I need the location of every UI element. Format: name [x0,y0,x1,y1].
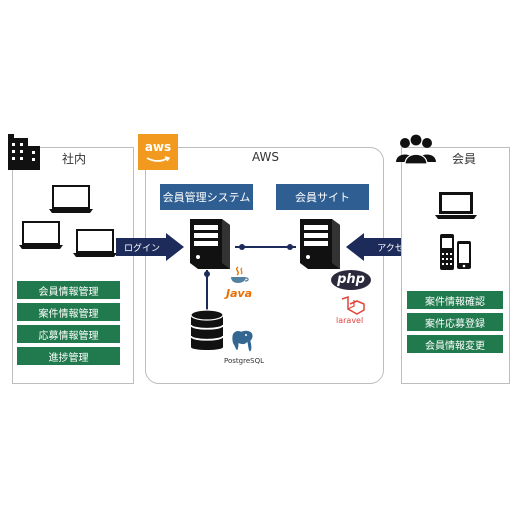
laptop-icon [435,192,477,219]
aws-title: AWS [252,150,280,164]
menu-project-info[interactable]: 案件情報管理 [17,303,120,321]
menu-change-member-info[interactable]: 会員情報変更 [407,335,503,353]
php-label: php [337,272,365,287]
link-dot [204,271,210,277]
laptop-icon [73,229,117,257]
menu-apply-project[interactable]: 案件応募登録 [407,313,503,331]
postgresql-elephant-icon [231,329,254,353]
building-icon [8,134,40,170]
aws-logo: aws [138,134,178,170]
link-dot [239,244,245,250]
users-group-icon [396,133,436,165]
member-site-label: 会員サイト [276,184,369,210]
laptop-icon [49,185,93,213]
laravel-label: laravel [336,316,364,325]
login-label: ログイン [123,243,160,254]
aws-smile-icon [146,156,170,162]
server-icon [190,219,230,269]
member-system-label: 会員管理システム [160,184,253,210]
java-label: Java [226,287,253,300]
login-arrow [116,233,184,261]
java-cup-icon [231,266,249,283]
menu-member-info[interactable]: 会員情報管理 [17,281,120,299]
link-dot [287,244,293,250]
members-title: 会員 [452,152,477,166]
menu-check-projects[interactable]: 案件情報確認 [407,291,503,309]
menu-application-info[interactable]: 応募情報管理 [17,325,120,343]
smartphone-icon [457,241,471,269]
postgresql-label: PostgreSQL [224,357,264,365]
menu-progress[interactable]: 進捗管理 [17,347,120,365]
server-icon [300,219,340,269]
internal-title: 社内 [62,152,87,166]
database-icon [190,309,224,350]
aws-logo-text: aws [144,140,172,154]
laptop-icon [19,221,63,249]
feature-phone-icon [440,234,454,270]
php-logo-icon [331,270,371,290]
access-label: アクセス [377,243,413,254]
laravel-logo-icon [341,296,365,315]
